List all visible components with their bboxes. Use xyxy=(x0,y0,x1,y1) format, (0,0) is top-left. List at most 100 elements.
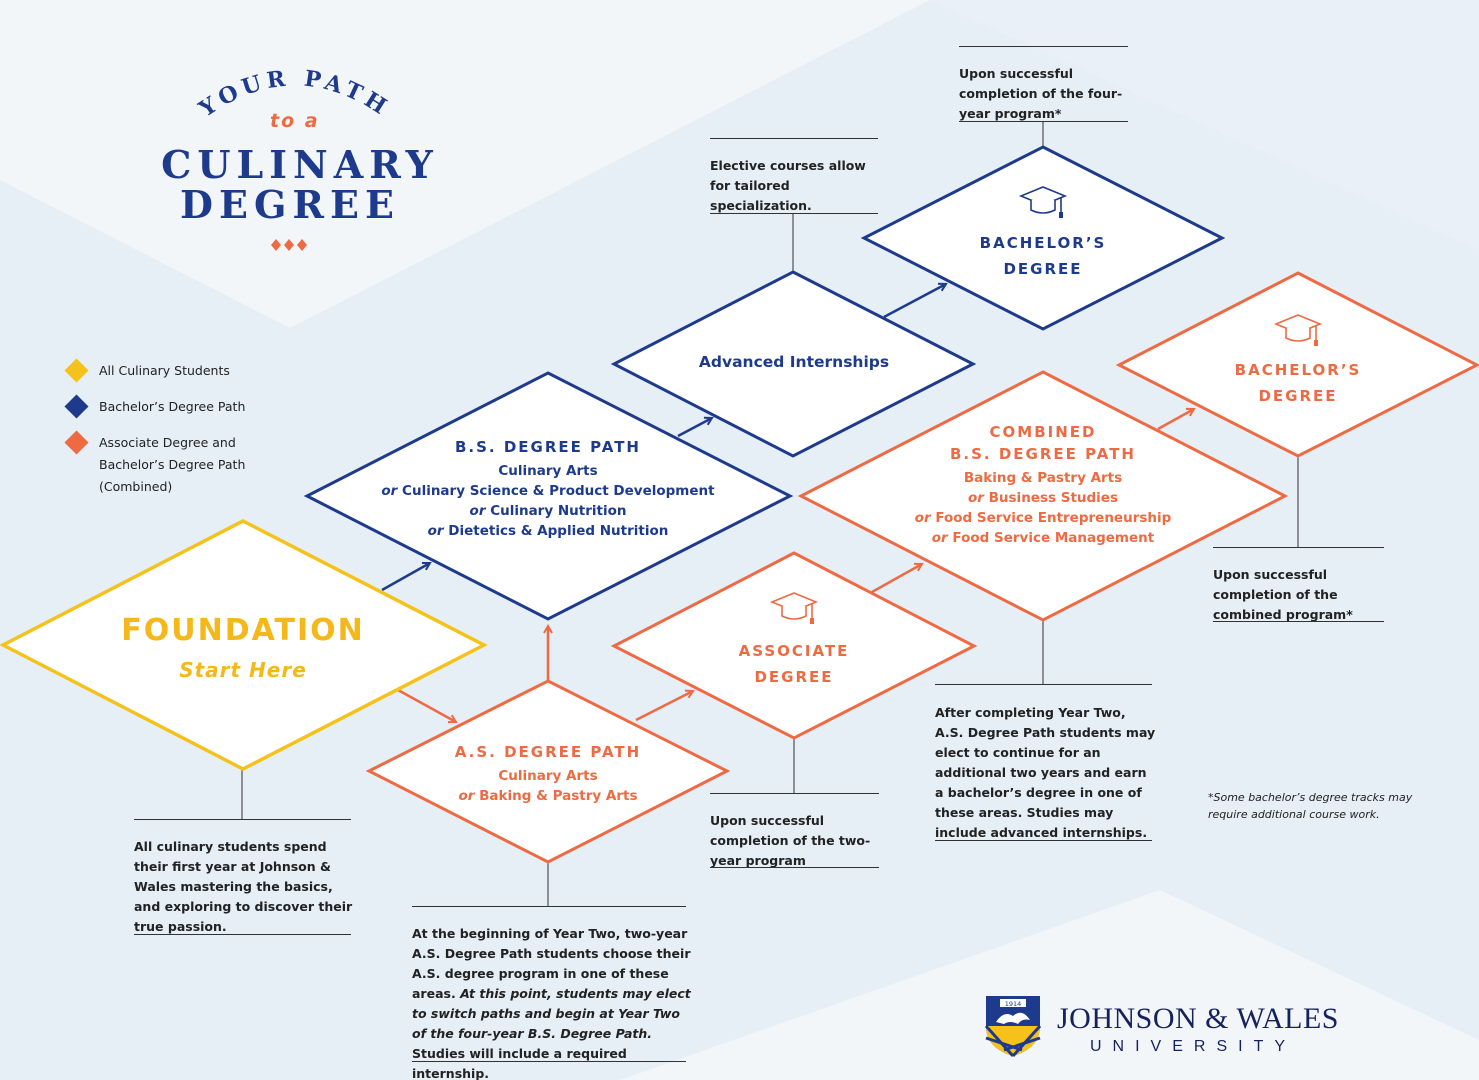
divider xyxy=(710,867,879,868)
combined-text: COMBINED B.S. DEGREE PATH Baking & Pastr… xyxy=(893,421,1193,548)
legend-item-all-students: All Culinary Students xyxy=(64,358,230,383)
option-text: Food Service Management xyxy=(952,530,1155,546)
advanced-internships-diamond[interactable] xyxy=(610,270,977,458)
logo-seal-text: 1914 xyxy=(1005,1000,1022,1008)
divider xyxy=(1213,621,1384,622)
associate-line1: ASSOCIATE xyxy=(738,642,850,660)
option-text: Dietetics & Applied Nutrition xyxy=(448,523,669,539)
note-year-two-plain: At the beginning of Year Two, two-year A… xyxy=(412,926,691,1001)
legend-item-combined-path: Associate Degree and Bachelor’s Degree P… xyxy=(64,430,284,498)
footnote: *Some bachelor’s degree tracks may requi… xyxy=(1208,791,1413,821)
bs-path-option: or Dietetics & Applied Nutrition xyxy=(378,521,718,541)
combined-option: or Business Studies xyxy=(893,488,1193,508)
bachelors-line2: DEGREE xyxy=(1003,260,1083,278)
bachelors-line2: DEGREE xyxy=(1258,387,1338,405)
as-path-option: Culinary Arts xyxy=(418,766,678,786)
divider xyxy=(959,121,1128,122)
note-four-year: Upon successful completion of the four-y… xyxy=(959,66,1123,121)
associate-line2: DEGREE xyxy=(754,668,834,686)
divider xyxy=(412,1061,686,1062)
advanced-internships-title: Advanced Internships xyxy=(698,353,890,371)
jwu-shield-logo: 1914 xyxy=(984,996,1042,1058)
note-combined-program: Upon successful completion of the combin… xyxy=(1213,567,1353,622)
associate-diamond[interactable] xyxy=(610,551,978,740)
divider xyxy=(134,934,351,935)
combined-option: or Food Service Management xyxy=(893,528,1193,548)
as-path-diamond[interactable] xyxy=(365,679,731,864)
legend-label: Bachelor’s Degree Path xyxy=(99,399,246,414)
note-year-two-italic: At this point, students may elect to swi… xyxy=(412,986,691,1041)
option-text: Baking & Pastry Arts xyxy=(479,788,638,804)
as-path-text: A.S. DEGREE PATH Culinary Arts or Baking… xyxy=(418,741,678,806)
or-prefix: or xyxy=(469,503,486,519)
note-year-two-end: Studies will include a required internsh… xyxy=(412,1046,627,1080)
bs-path-diamond[interactable] xyxy=(303,371,794,621)
or-prefix: or xyxy=(931,530,948,546)
combined-title2: B.S. DEGREE PATH xyxy=(950,445,1136,463)
note-elective: Elective courses allow for tailored spec… xyxy=(710,158,866,213)
bs-path-option: Culinary Arts xyxy=(378,461,718,481)
bachelors-orange-text: BACHELOR’S DEGREE xyxy=(1198,357,1398,409)
legend-label: Associate Degree and Bachelor’s Degree P… xyxy=(99,435,246,494)
title-arc: YOUR PATH xyxy=(194,65,390,123)
or-prefix: or xyxy=(458,788,475,804)
combined-option: or Food Service Entrepreneurship xyxy=(893,508,1193,528)
divider xyxy=(134,819,351,820)
legend-item-bachelors-path: Bachelor’s Degree Path xyxy=(64,394,246,419)
divider xyxy=(710,793,879,794)
foundation-subtitle: Start Here xyxy=(179,658,307,682)
logo-name: JOHNSON & WALES xyxy=(1057,1002,1339,1035)
option-text: Culinary Nutrition xyxy=(490,503,627,519)
note-after-year-two: After completing Year Two, A.S. Degree P… xyxy=(935,705,1156,840)
option-text: Culinary Science & Product Development xyxy=(402,483,715,499)
associate-text: ASSOCIATE DEGREE xyxy=(694,638,894,690)
or-prefix: or xyxy=(967,490,984,506)
note-connectors xyxy=(241,121,1299,906)
option-text: Culinary Arts xyxy=(498,463,598,479)
arrow-internships-to-bachelors xyxy=(883,284,946,319)
combined-title1: COMBINED xyxy=(989,423,1097,441)
divider xyxy=(935,840,1152,841)
combined-option: Baking & Pastry Arts xyxy=(893,468,1193,488)
arrow-as-to-associate xyxy=(635,691,693,722)
option-text: Culinary Arts xyxy=(498,768,598,784)
arrow-foundation-to-as xyxy=(397,688,456,722)
bs-path-option: or Culinary Nutrition xyxy=(378,501,718,521)
bachelors-blue-diamond[interactable] xyxy=(860,145,1226,331)
bachelors-line1: BACHELOR’S xyxy=(979,234,1107,252)
or-prefix: or xyxy=(427,523,444,539)
title-to-a: to a xyxy=(270,110,320,132)
divider xyxy=(710,138,878,139)
foundation-diamond[interactable] xyxy=(0,519,488,771)
bs-path-text: B.S. DEGREE PATH Culinary Arts or Culina… xyxy=(378,436,718,541)
arrow-combined-to-bachelors xyxy=(1157,409,1194,431)
title-diamonds-ornament xyxy=(271,239,307,251)
foundation-title: FOUNDATION xyxy=(121,613,365,648)
divider xyxy=(1213,547,1384,548)
note-foundation: All culinary students spend their first … xyxy=(134,839,353,934)
title-line1: CULINARY xyxy=(161,142,439,187)
bachelors-blue-text: BACHELOR’S DEGREE xyxy=(943,230,1143,282)
arrow-foundation-to-bs xyxy=(381,561,430,592)
option-text: Business Studies xyxy=(988,490,1118,506)
divider xyxy=(710,213,878,214)
as-path-title: A.S. DEGREE PATH xyxy=(454,743,642,761)
legend-label: All Culinary Students xyxy=(99,363,230,378)
logo-university: UNIVERSITY xyxy=(1090,1038,1297,1055)
note-two-year: Upon successful completion of the two-ye… xyxy=(710,813,871,868)
or-prefix: or xyxy=(381,483,398,499)
title-line2: DEGREE xyxy=(180,182,400,227)
bachelors-line1: BACHELOR’S xyxy=(1234,361,1362,379)
bachelors-orange-diamond[interactable] xyxy=(1115,271,1479,458)
combined-diamond[interactable] xyxy=(797,370,1289,622)
option-text: Food Service Entrepreneurship xyxy=(935,510,1172,526)
as-path-option: or Baking & Pastry Arts xyxy=(418,786,678,806)
bs-path-title: B.S. DEGREE PATH xyxy=(455,438,641,456)
arrow-bs-to-internships xyxy=(677,418,712,438)
note-year-two: At the beginning of Year Two, two-year A… xyxy=(412,924,694,1080)
divider xyxy=(412,906,686,907)
divider xyxy=(959,46,1128,47)
